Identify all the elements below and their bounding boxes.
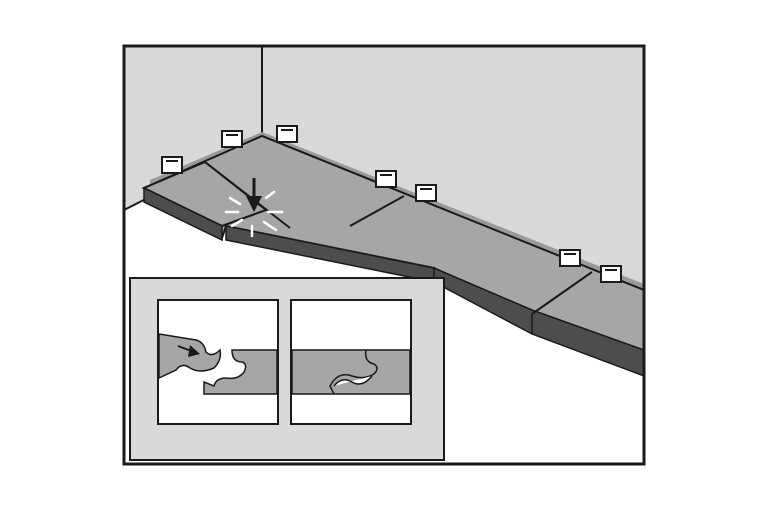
right-arrow-icon	[177, 345, 200, 357]
spacers	[161, 125, 622, 283]
angled-insert-step	[157, 299, 279, 425]
spacer	[161, 156, 183, 174]
spacer	[559, 249, 581, 267]
plank-seam-2	[349, 195, 405, 227]
spacer	[375, 170, 397, 188]
impact-burst-icon	[224, 190, 284, 238]
back-wall	[262, 46, 644, 292]
plank-left-edge	[143, 186, 223, 242]
plank-seam-1	[204, 161, 291, 229]
spacer	[276, 125, 298, 143]
spacer	[415, 184, 437, 202]
plank-seam-3	[531, 271, 593, 315]
spacer	[600, 265, 622, 283]
frame-border	[122, 44, 646, 466]
down-arrow-icon	[246, 178, 262, 212]
detail-inset	[129, 277, 445, 461]
left-wall	[124, 46, 262, 210]
spacer	[221, 130, 243, 148]
locked-joint-step	[290, 299, 412, 425]
